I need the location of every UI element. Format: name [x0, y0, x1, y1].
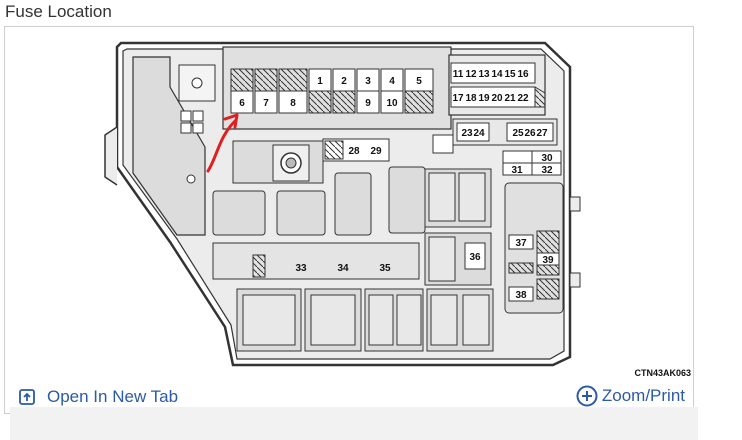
- fuse-8: 8: [290, 98, 296, 109]
- fuse-29: 29: [370, 146, 382, 157]
- fuse-21: 21: [504, 93, 516, 104]
- fuse-22: 22: [517, 93, 529, 104]
- diagram-frame: 1 2 3 4 5 6 7 8 9 10 11 12 13 14 15 16 1…: [4, 26, 698, 440]
- fuse-7: 7: [263, 98, 269, 109]
- open-in-new-tab-label: Open In New Tab: [47, 387, 179, 406]
- fuse-4: 4: [389, 76, 395, 87]
- fuse-16: 16: [517, 69, 529, 80]
- fuse-36: 36: [469, 252, 481, 263]
- diagram-code: CTN43AK063: [634, 368, 691, 378]
- fuse-12: 12: [465, 69, 477, 80]
- fuse-33: 33: [295, 263, 307, 274]
- fuse-17: 17: [452, 93, 464, 104]
- fuse-11: 11: [453, 69, 464, 80]
- fuse-3: 3: [365, 76, 371, 87]
- fuse-13: 13: [478, 69, 490, 80]
- fuse-24: 24: [473, 128, 485, 139]
- fuse-10: 10: [386, 98, 398, 109]
- fuse-14: 14: [491, 69, 503, 80]
- fuse-39: 39: [542, 255, 554, 266]
- zoom-print-label: Zoom/Print: [601, 386, 685, 405]
- fuse-25: 25: [512, 128, 524, 139]
- zoom-plus-icon: [576, 385, 598, 407]
- fuse-35: 35: [379, 263, 391, 274]
- fuse-19: 19: [478, 93, 490, 104]
- fuse-row-bottom: [230, 90, 434, 114]
- fuse-9: 9: [365, 98, 371, 109]
- fuse-23: 23: [461, 128, 473, 139]
- fuse-27: 27: [536, 128, 548, 139]
- fuse-6: 6: [239, 98, 245, 109]
- fuse-1: 1: [317, 76, 323, 87]
- fuse-2: 2: [341, 76, 347, 87]
- fuse-row-top: [230, 68, 434, 92]
- fuse-28: 28: [348, 146, 360, 157]
- fuse-18: 18: [465, 93, 477, 104]
- fuse-box-diagram: 1 2 3 4 5 6 7 8 9 10 11 12 13 14 15 16 1…: [104, 41, 691, 378]
- footer-actions: Open In New Tab Zoom/Print: [5, 380, 693, 413]
- fuse-34: 34: [337, 263, 349, 274]
- page-title: Fuse Location: [5, 2, 112, 21]
- fuse-20: 20: [491, 93, 503, 104]
- annotation-arrow: [206, 119, 237, 173]
- fuse-5: 5: [416, 76, 422, 87]
- footer-bar: [10, 407, 698, 440]
- fuse-31: 31: [511, 165, 523, 176]
- open-tab-icon: [19, 389, 35, 405]
- fuse-38: 38: [515, 290, 527, 301]
- fuse-15: 15: [504, 69, 516, 80]
- fuse-37: 37: [515, 238, 527, 249]
- open-in-new-tab-link[interactable]: Open In New Tab: [19, 384, 178, 410]
- fuse-30: 30: [541, 153, 553, 164]
- fuse-32: 32: [541, 165, 553, 176]
- fuse-26: 26: [524, 128, 536, 139]
- zoom-print-link[interactable]: Zoom/Print: [576, 382, 685, 410]
